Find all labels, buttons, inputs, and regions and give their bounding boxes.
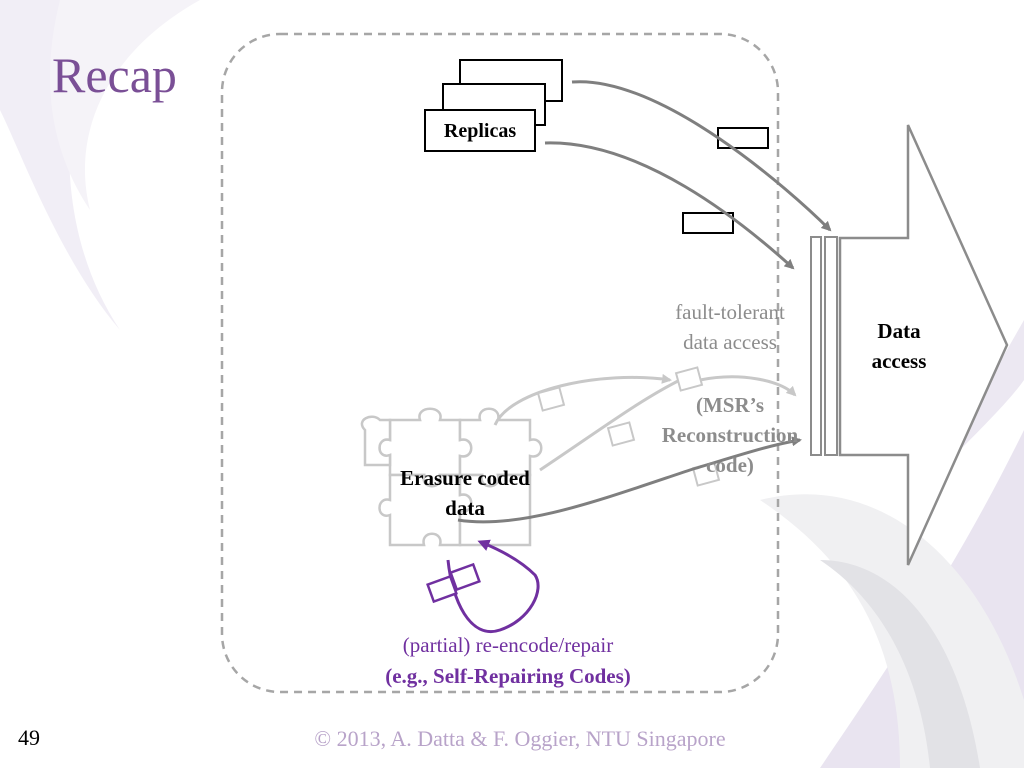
- replica-arrow-upper: [571, 80, 832, 232]
- replica-arrow-lower: [544, 141, 795, 270]
- data-access-label-line1: Data: [877, 319, 921, 343]
- fault-tolerant-label-line2: data access: [683, 330, 777, 354]
- footer-copyright: © 2013, A. Datta & F. Oggier, NTU Singap…: [314, 726, 726, 751]
- msr-label-line1: (MSR’s: [695, 393, 765, 417]
- erasure-label-line1: Erasure coded: [400, 466, 530, 490]
- replicas-label: Replicas: [443, 120, 517, 142]
- slide-title: Recap: [52, 47, 177, 103]
- msr-label-line3: code): [706, 453, 754, 477]
- erasure-to-access-arrow: [457, 436, 802, 524]
- repair-puzzle-icon: [426, 562, 481, 604]
- reconstruction-arrow-1: [493, 373, 672, 426]
- access-bar-left: [810, 236, 822, 456]
- erasure-label-line2: data: [445, 496, 485, 520]
- fault-tolerant-label-line1: fault-tolerant: [675, 300, 785, 324]
- data-access-arrow: [838, 124, 1009, 566]
- replica-box-front: [424, 109, 536, 152]
- msr-label-line2: Reconstruction: [661, 423, 799, 447]
- system-boundary: [220, 32, 780, 694]
- access-bar-right: [824, 236, 838, 456]
- repair-loop-arrow: [446, 539, 540, 634]
- reconstruction-arrow-3: [699, 375, 797, 397]
- data-block-lower: [682, 212, 734, 234]
- repair-label-line1: (partial) re-encode/repair: [402, 633, 614, 657]
- data-access-label-line2: access: [871, 349, 927, 373]
- page-number: 49: [18, 725, 40, 750]
- data-block-upper: [717, 127, 769, 149]
- reconstruction-arrow-2: [539, 378, 681, 472]
- repair-label-line2: (e.g., Self-Repairing Codes): [385, 664, 631, 688]
- puzzle-icon: [360, 407, 543, 547]
